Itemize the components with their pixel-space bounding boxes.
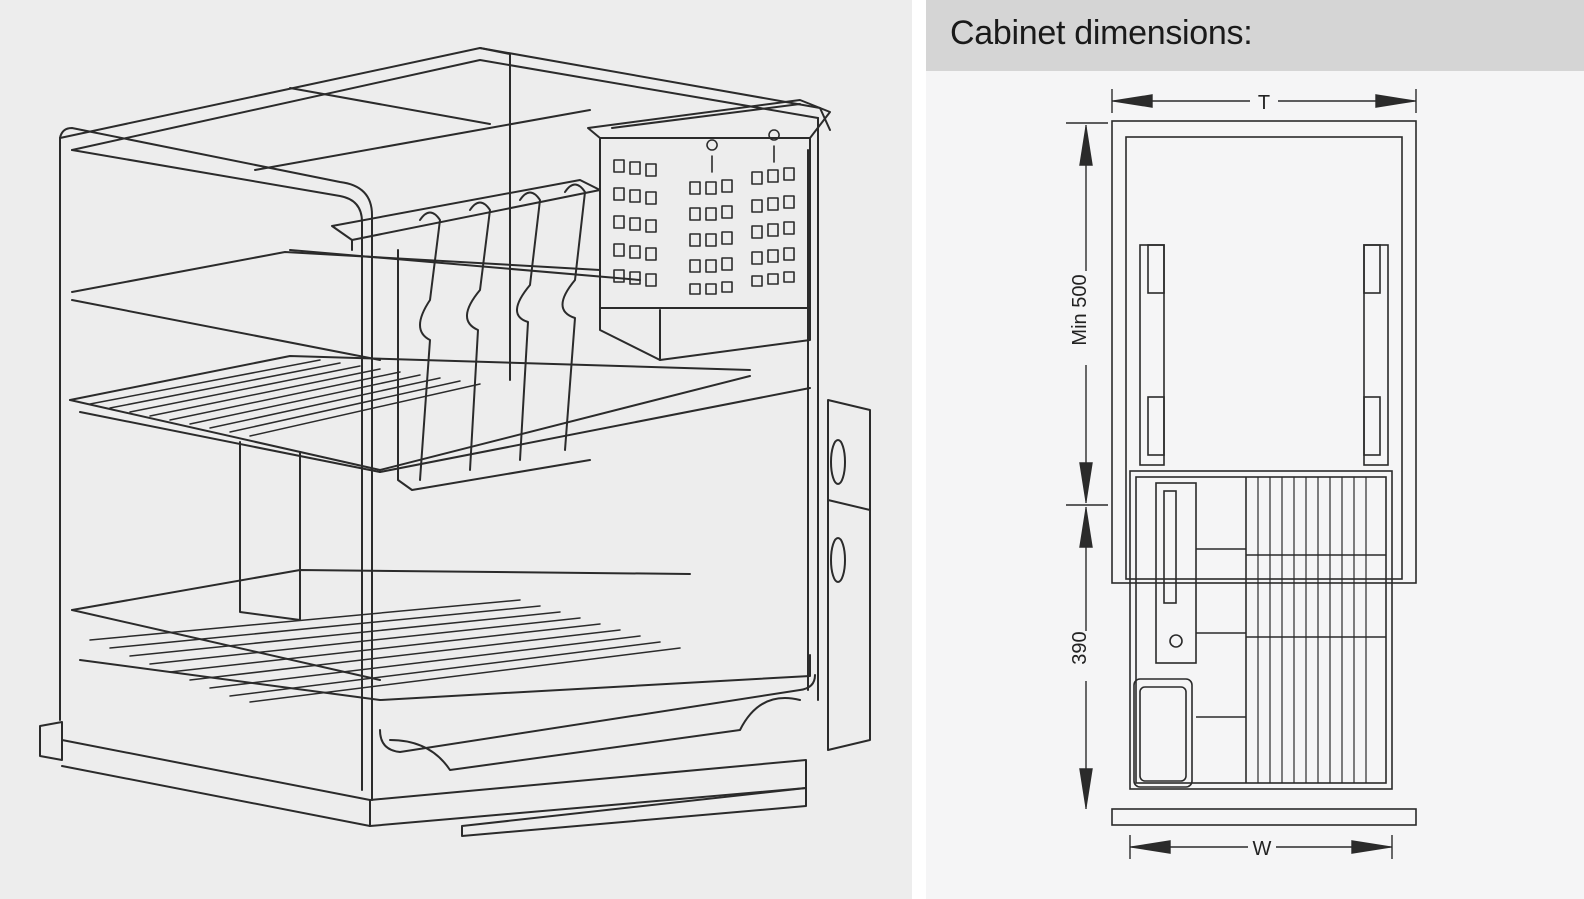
width-label: W (1253, 838, 1272, 860)
header-bar (926, 0, 1584, 71)
lower-height-label: 390 (1069, 631, 1091, 664)
product-illustration-panel (0, 0, 912, 899)
pull-out-basket-perspective-drawing (39, 47, 871, 837)
page-title: Cabinet dimensions: (950, 14, 1253, 52)
depth-label: T (1258, 92, 1270, 114)
dimension-panel (926, 0, 1584, 899)
cabinet-front-view-drawing: T Min 500 390 W (1066, 89, 1417, 860)
min-height-label: Min 500 (1069, 274, 1091, 345)
